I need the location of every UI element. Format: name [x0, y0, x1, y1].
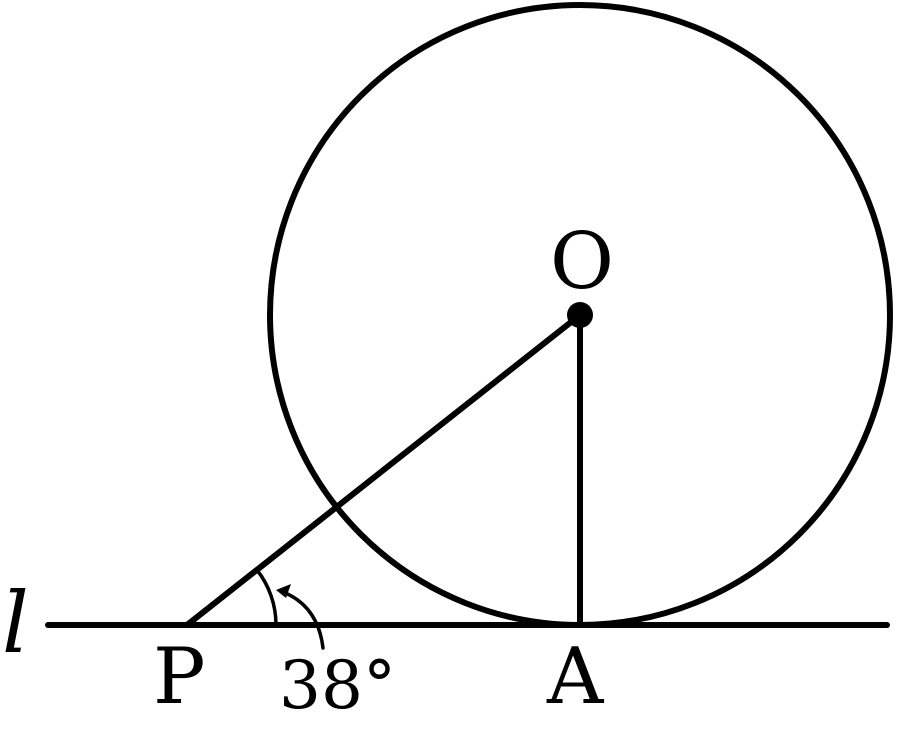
center-label-o: O	[550, 217, 614, 307]
angle-arc	[255, 568, 278, 627]
point-label-p: P	[153, 632, 205, 722]
angle-label: 38°	[279, 647, 396, 724]
center-point-o	[567, 302, 593, 328]
segment-op	[184, 312, 583, 628]
point-label-a: A	[546, 632, 605, 722]
angle-arrow	[281, 590, 325, 650]
angle-arrow-head	[276, 584, 291, 598]
line-label-l: l	[2, 574, 29, 672]
